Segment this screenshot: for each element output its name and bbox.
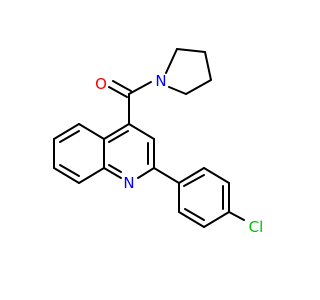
bonds — [53, 48, 245, 228]
bond-n1-c8a — [103, 167, 122, 179]
bond-c4a-c4 — [103, 123, 130, 140]
bond-carbonyl-double-b — [112, 80, 132, 92]
bond-aryl-4 — [203, 211, 230, 228]
bond-c4a-c4-inner — [108, 130, 129, 143]
atom-labels: O N N Cl — [95, 72, 263, 236]
bond-aryl-5 — [178, 211, 205, 228]
bond-n1-c8a-inner — [108, 164, 122, 173]
atom-amide-nitrogen-label: N — [155, 72, 166, 90]
bond-c2-aryl — [153, 167, 180, 184]
atom-chlorine-label: Cl — [249, 218, 264, 236]
bond-carbonyl-double-a — [108, 86, 128, 98]
bond-pyrrolidine-ca-cb — [176, 48, 206, 53]
atom-ring-nitrogen-label: N — [123, 174, 134, 192]
bond-c8-c8a — [78, 167, 105, 184]
bond-aryl-2 — [203, 167, 230, 184]
bond-pyrrolidine-n-ca — [165, 48, 178, 74]
atom-oxygen-label: O — [95, 75, 107, 93]
bond-c5-c6 — [53, 123, 80, 140]
bond-carbonyl-amide-n — [128, 81, 152, 95]
bond-c4a-c5 — [78, 123, 105, 140]
bond-pyrrolidine-cc-cd — [185, 79, 212, 95]
bond-c5-c6-inner — [59, 130, 80, 143]
bond-c7-c8-inner — [59, 164, 80, 177]
bond-pyrrolidine-cd-n — [168, 86, 187, 95]
bond-pyrrolidine-cb-cc — [204, 51, 212, 81]
bond-aryl-1 — [178, 167, 205, 184]
bond-aryl-1-inner — [183, 174, 205, 187]
bond-aryl-cl — [228, 211, 245, 221]
molecule-diagram: O N N Cl — [53, 48, 263, 236]
bond-c2-n1 — [137, 167, 155, 179]
bond-c4-c3 — [128, 123, 155, 140]
bond-aryl-5-inner — [184, 208, 205, 221]
bond-c7-c8 — [53, 167, 80, 184]
